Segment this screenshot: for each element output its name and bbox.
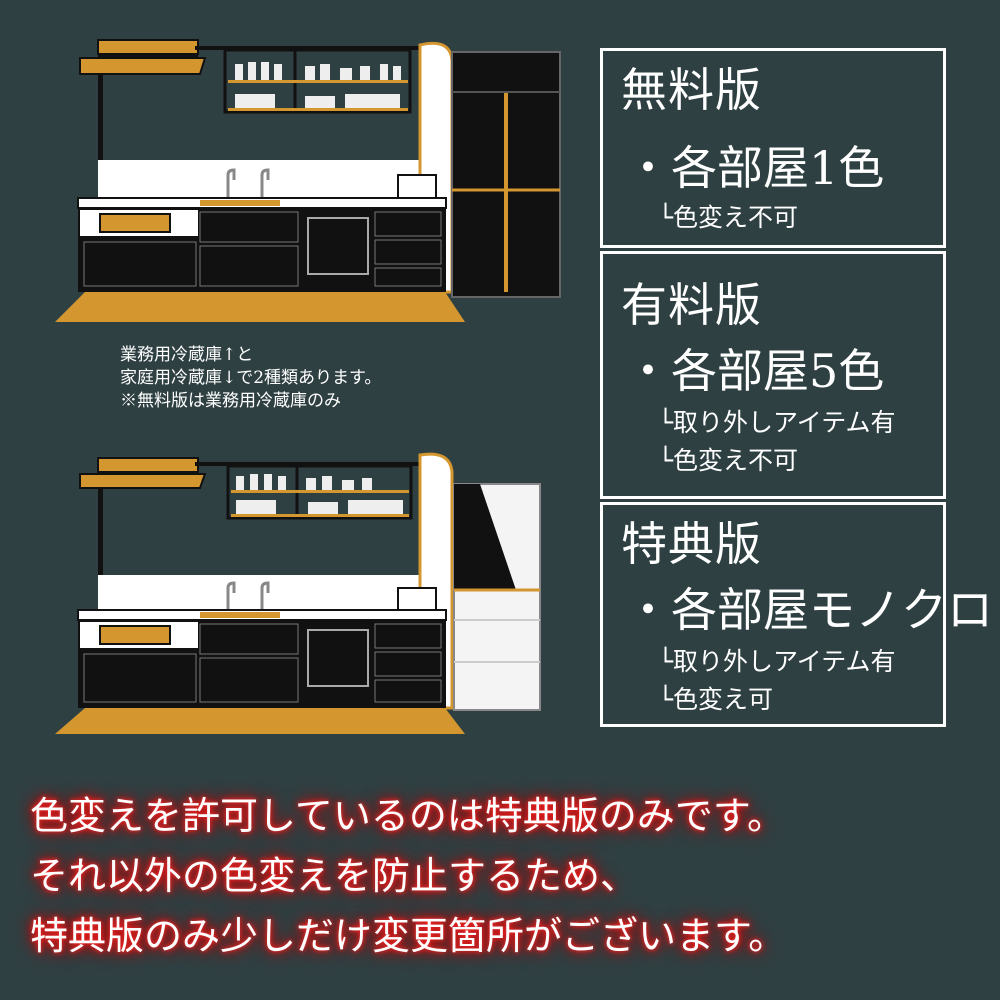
- commercial-fridge: [451, 51, 561, 298]
- bonus-version-title: 特典版: [621, 517, 762, 571]
- fridge-note: 業務用冷蔵庫↑と 家庭用冷蔵庫↓で2種類あります。 ※無料版は業務用冷蔵庫のみ: [120, 344, 381, 413]
- kitchen-illustration-home-fridge: [55, 452, 541, 734]
- bonus-version-panel: 特典版 ・各部屋モノクロ └取り外しアイテム有 └色変え可: [600, 502, 993, 727]
- range-hood: [79, 457, 207, 489]
- bonus-version-feature: ・各部屋モノクロ: [625, 583, 993, 637]
- notice-line-2: それ以外の色変えを防止するため、: [30, 854, 639, 898]
- free-version-panel: 無料版 ・各部屋1色 └色変え不可: [600, 48, 946, 248]
- paid-version-sub-1: └取り外しアイテム有: [658, 408, 896, 437]
- hanging-shelves: [223, 48, 412, 114]
- paid-version-panel: 有料版 ・各部屋5色 └取り外しアイテム有 └色変え不可: [600, 251, 946, 499]
- free-version-feature: ・各部屋1色: [625, 141, 885, 195]
- notice-line-1: 色変えを許可しているのは特典版のみです。: [30, 794, 786, 838]
- paid-version-title: 有料版: [621, 278, 762, 332]
- base-cabinets: [78, 208, 446, 292]
- note-line-1: 業務用冷蔵庫↑と: [120, 345, 254, 365]
- paid-version-feature: ・各部屋5色: [625, 344, 885, 398]
- ceiling-rail: [195, 46, 440, 50]
- kitchen-illustration-commercial-fridge: [55, 39, 561, 322]
- free-version-title: 無料版: [621, 63, 762, 117]
- range-hood: [79, 39, 207, 75]
- bonus-version-sub-1: └取り外しアイテム有: [658, 647, 896, 676]
- faucets: [226, 168, 270, 200]
- free-version-sub-1: └色変え不可: [658, 203, 799, 232]
- base-cabinets: [78, 620, 446, 708]
- note-line-3: ※無料版は業務用冷蔵庫のみ: [120, 391, 341, 411]
- hanging-shelves: [226, 464, 413, 520]
- paid-version-sub-2: └色変え不可: [658, 446, 799, 475]
- notice-line-3: 特典版のみ少しだけ変更箇所がございます。: [30, 914, 787, 958]
- note-line-2: 家庭用冷蔵庫↓で2種類あります。: [120, 368, 382, 388]
- floor-mat: [55, 292, 465, 322]
- home-fridge: [453, 483, 541, 711]
- backsplash: [98, 160, 448, 200]
- floor-mat: [55, 708, 465, 734]
- bonus-version-sub-2: └色変え可: [658, 685, 774, 714]
